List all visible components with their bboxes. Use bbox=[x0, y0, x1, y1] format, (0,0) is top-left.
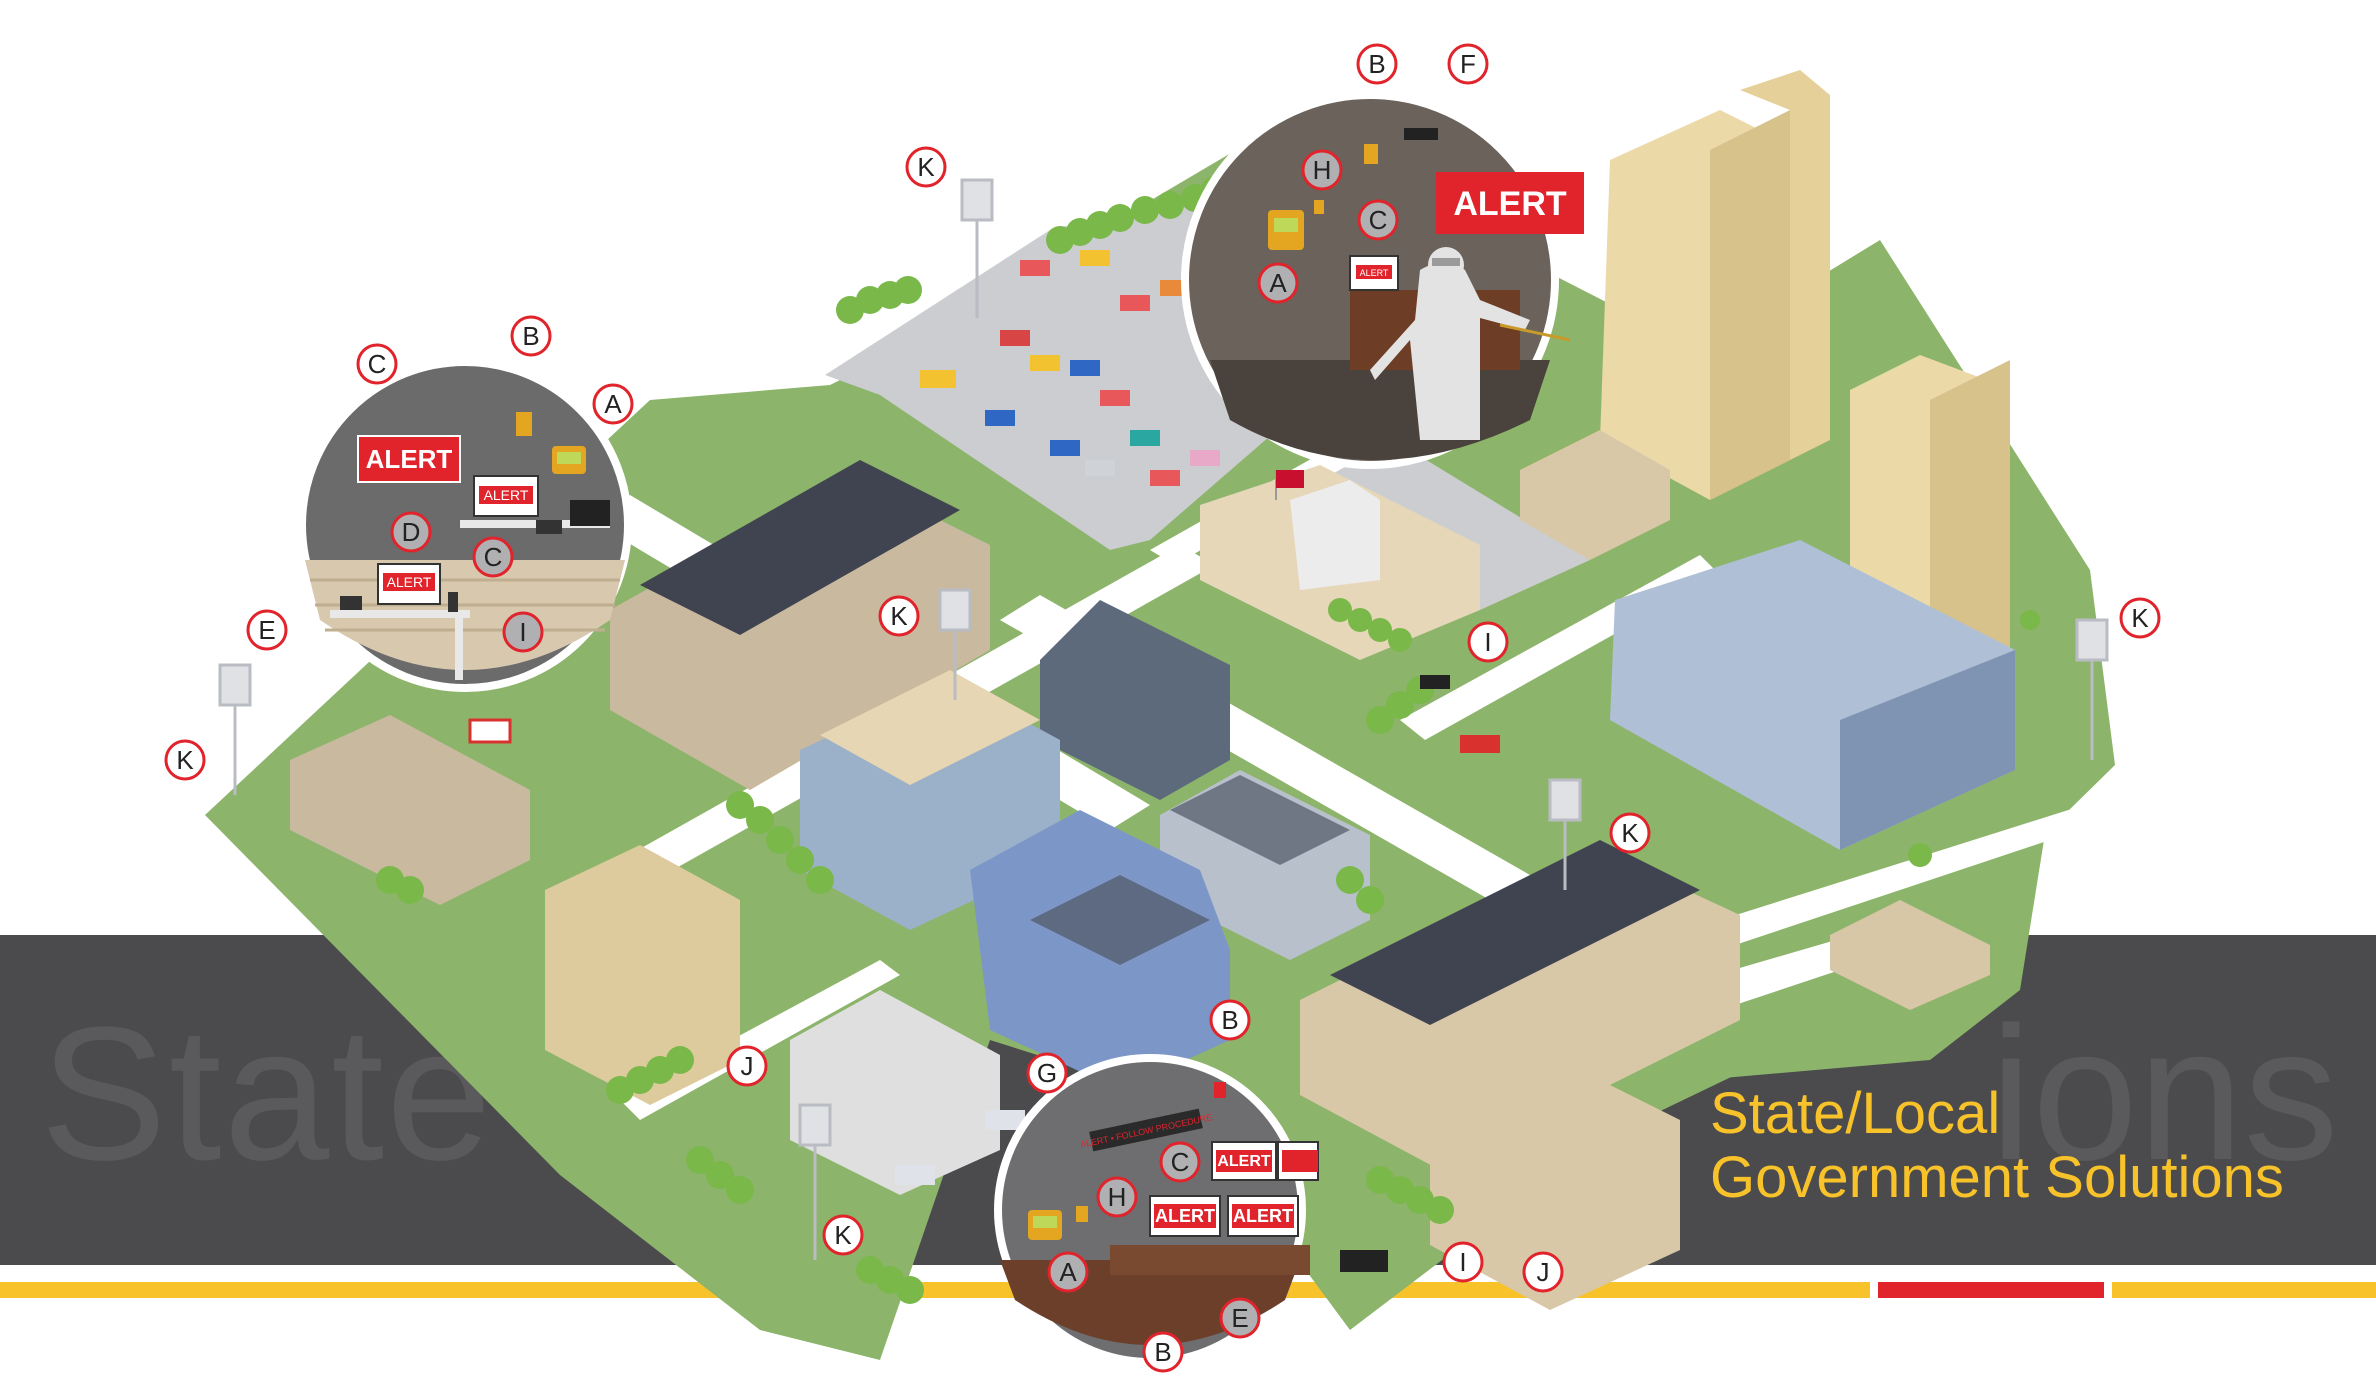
callout-f: F bbox=[1447, 43, 1489, 85]
svg-text:A: A bbox=[1059, 1257, 1077, 1287]
callout-h: H bbox=[1301, 149, 1343, 191]
callout-k: K bbox=[878, 595, 920, 637]
svg-text:ALERT: ALERT bbox=[1217, 1153, 1271, 1170]
svg-text:A: A bbox=[1269, 268, 1287, 298]
title-line-2: Government Solutions bbox=[1710, 1145, 2284, 1210]
svg-text:C: C bbox=[484, 542, 503, 572]
svg-text:E: E bbox=[258, 615, 275, 645]
cell-towers bbox=[218, 178, 2109, 1260]
svg-text:C: C bbox=[1171, 1147, 1190, 1177]
callout-b: B bbox=[1142, 1331, 1184, 1373]
callout-j: J bbox=[1522, 1251, 1564, 1293]
led-ticker bbox=[1089, 1108, 1203, 1152]
svg-text:B: B bbox=[1221, 1005, 1238, 1035]
strobe-icon bbox=[516, 412, 532, 436]
stripe-yellow-right bbox=[2112, 1282, 2376, 1298]
callout-j: J bbox=[726, 1045, 768, 1087]
svg-text:E: E bbox=[1231, 1303, 1248, 1333]
callout-c: C bbox=[472, 536, 514, 578]
office-zoom-circle: ALERT ALERT ALERT bbox=[298, 358, 632, 692]
svg-text:H: H bbox=[1313, 155, 1332, 185]
courthouse-zoom-circle: ALERT ALERT bbox=[1181, 91, 1584, 469]
strobe-icon bbox=[1214, 1082, 1226, 1098]
callout-i: I bbox=[502, 611, 544, 653]
svg-text:A: A bbox=[604, 389, 622, 419]
page-title: State/Local Government Solutions bbox=[1710, 1082, 2284, 1210]
callout-b: B bbox=[510, 315, 552, 357]
callout-g: G bbox=[1026, 1052, 1068, 1094]
callout-b: B bbox=[1356, 43, 1398, 85]
svg-text:ALERT: ALERT bbox=[366, 444, 453, 474]
cell-tower-icon bbox=[798, 1103, 832, 1260]
svg-text:ALERT: ALERT bbox=[484, 487, 529, 503]
svg-text:B: B bbox=[1154, 1337, 1171, 1367]
alert-sign-large bbox=[1436, 172, 1584, 234]
alert-sign-large-text: ALERT bbox=[1453, 185, 1567, 223]
callout-a: A bbox=[592, 383, 634, 425]
svg-text:ALERT: ALERT bbox=[1360, 268, 1389, 278]
svg-text:D: D bbox=[402, 517, 421, 547]
svg-text:J: J bbox=[741, 1051, 754, 1081]
callout-a: A bbox=[1257, 262, 1299, 304]
svg-text:ALERT: ALERT bbox=[387, 574, 432, 590]
svg-text:B: B bbox=[1368, 49, 1385, 79]
watermark-right: ions bbox=[1990, 988, 2339, 1200]
cell-tower-icon bbox=[938, 588, 972, 700]
vehicles bbox=[468, 250, 1500, 1272]
callout-i: I bbox=[1467, 621, 1509, 663]
cell-tower-icon bbox=[1548, 778, 1582, 890]
courthouse-parking bbox=[1330, 450, 1590, 610]
svg-text:B: B bbox=[522, 321, 539, 351]
svg-text:K: K bbox=[917, 152, 935, 182]
svg-text:I: I bbox=[519, 617, 526, 647]
svg-text:K: K bbox=[2131, 603, 2149, 633]
svg-text:K: K bbox=[834, 1220, 852, 1250]
callout-c: C bbox=[356, 343, 398, 385]
callout-b: B bbox=[1209, 999, 1251, 1041]
buildings bbox=[290, 70, 2015, 1310]
callout-c: C bbox=[1159, 1141, 1201, 1183]
main-parking-lot bbox=[825, 175, 1300, 550]
stripe-red bbox=[1878, 1282, 2104, 1298]
svg-text:G: G bbox=[1037, 1058, 1057, 1088]
title-line-1: State/Local bbox=[1710, 1081, 2001, 1146]
trees bbox=[376, 176, 2040, 1304]
callout-i: I bbox=[1442, 1241, 1484, 1283]
svg-text:K: K bbox=[890, 601, 908, 631]
strobe-icon bbox=[1364, 144, 1378, 164]
callout-c: C bbox=[1357, 199, 1399, 241]
callout-a: A bbox=[1047, 1251, 1089, 1293]
svg-text:J: J bbox=[1537, 1257, 1550, 1287]
callout-e: E bbox=[1219, 1297, 1261, 1339]
callout-k: K bbox=[164, 739, 206, 781]
svg-text:F: F bbox=[1460, 49, 1476, 79]
svg-text:C: C bbox=[368, 349, 387, 379]
svg-text:I: I bbox=[1459, 1247, 1466, 1277]
cell-tower-icon bbox=[2075, 618, 2109, 760]
callout-h: H bbox=[1096, 1176, 1138, 1218]
callout-e: E bbox=[246, 609, 288, 651]
callout-badges: K B F H C A C B A D C E I K K I K K J G B C H A E B K I J bbox=[164, 43, 2161, 1373]
svg-text:ALERT: ALERT bbox=[1233, 1206, 1293, 1226]
callout-k: K bbox=[905, 146, 947, 188]
svg-text:ALERT: ALERT bbox=[1155, 1206, 1215, 1226]
callout-k: K bbox=[1609, 812, 1651, 854]
callout-k: K bbox=[822, 1214, 864, 1256]
cell-tower-icon bbox=[960, 178, 994, 318]
cell-tower-icon bbox=[218, 663, 252, 795]
alert-banner bbox=[357, 435, 461, 483]
svg-text:C: C bbox=[1369, 205, 1388, 235]
svg-text:K: K bbox=[176, 745, 194, 775]
svg-text:K: K bbox=[1621, 818, 1639, 848]
callout-d: D bbox=[390, 511, 432, 553]
callout-k: K bbox=[2119, 597, 2161, 639]
svg-text:I: I bbox=[1484, 627, 1491, 657]
svg-text:H: H bbox=[1108, 1182, 1127, 1212]
